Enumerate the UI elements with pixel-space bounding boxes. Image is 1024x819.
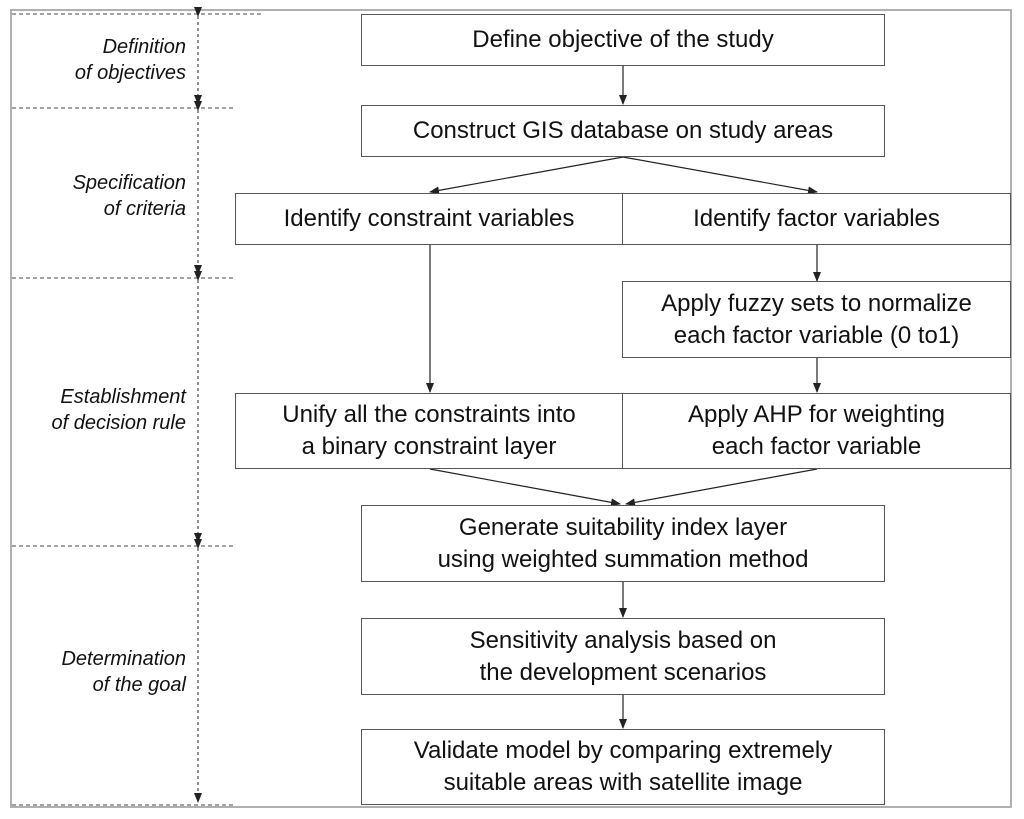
box-unify-constraints: Unify all the constraints into a binary … — [235, 393, 623, 469]
arrow-gis-to-factor — [622, 156, 818, 195]
box-generate-index: Generate suitability index layer using w… — [361, 505, 885, 582]
stage-label-determination: Determination of the goal — [61, 648, 186, 696]
stage-label-definition: Definition of objectives — [74, 36, 186, 84]
box-validate: Validate model by comparing extremely su… — [361, 729, 885, 805]
stage-label-specification: Specification of criteria — [72, 172, 186, 220]
flow-arrows — [426, 66, 821, 729]
stage-label-establishment: Establishment of decision rule — [51, 386, 186, 434]
box-identify-constraint: Identify constraint variables — [235, 193, 623, 245]
box-apply-fuzzy: Apply fuzzy sets to normalize each facto… — [622, 281, 1011, 358]
arrow-ahp-to-index — [625, 468, 818, 507]
box-define-objective: Define objective of the study — [361, 14, 885, 66]
arrow-gis-to-constraint — [429, 156, 624, 195]
box-apply-ahp: Apply AHP for weighting each factor vari… — [622, 393, 1011, 469]
box-sensitivity: Sensitivity analysis based on the develo… — [361, 618, 885, 695]
arrow-unify-to-index — [429, 468, 621, 507]
box-identify-factor: Identify factor variables — [622, 193, 1011, 245]
box-construct-gis: Construct GIS database on study areas — [361, 105, 885, 157]
